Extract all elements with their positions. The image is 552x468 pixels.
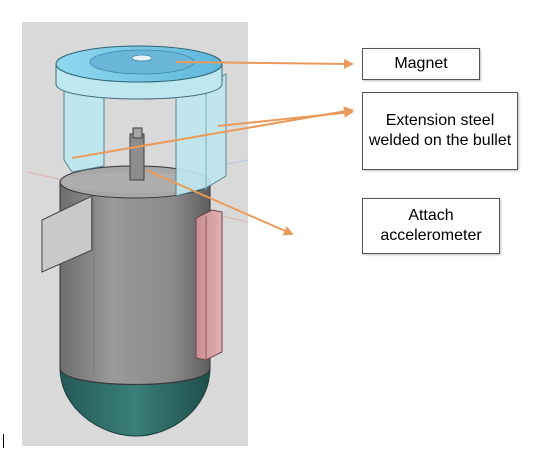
- extension-steel-left-leg: [63, 85, 105, 173]
- accelerometer-label: Attach accelerometer: [362, 198, 500, 254]
- arrow-magnet: [175, 58, 354, 69]
- arrow-extension-left: [71, 106, 354, 159]
- cylinder-bottom-rim: [59, 367, 211, 386]
- magnet-center-hole: [131, 54, 153, 62]
- bottom-cap: [59, 367, 211, 437]
- magnet-label: Magnet: [362, 48, 480, 80]
- extension-steel-label: Extension steel welded on the bullet: [362, 92, 518, 170]
- side-mounting-bar: [195, 209, 223, 361]
- center-post: [129, 133, 145, 181]
- arrow-extension-right: [217, 107, 354, 127]
- top-face-shade: [62, 172, 208, 193]
- center-post-cap: [132, 127, 143, 139]
- arrow-accelerometer: [145, 169, 294, 236]
- text-cursor: [3, 434, 4, 448]
